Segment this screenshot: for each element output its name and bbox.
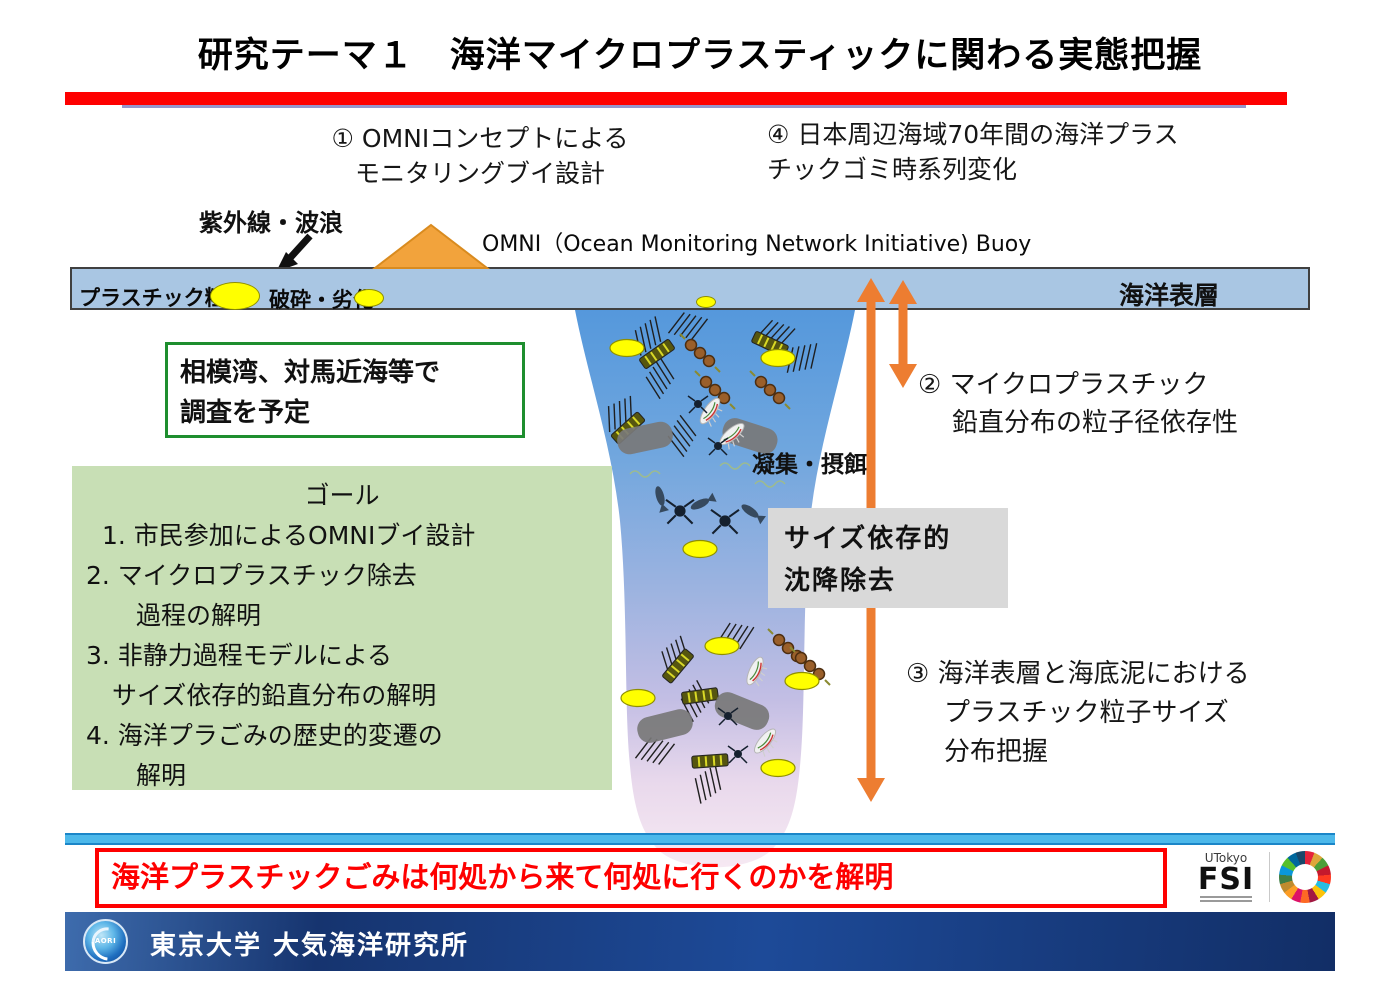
sinking-line1: サイズ依存的 [784, 524, 952, 554]
annotation-3-line2: プラスチック粒子サイズ [944, 698, 1229, 728]
annotation-1-omni-concept: ① OMNIコンセプトによる モニタリングブイ設計 [295, 121, 665, 191]
annotation-3-line1: ③ 海洋表層と海底泥における [906, 659, 1250, 689]
annotation-1-line2: モニタリングブイ設計 [354, 159, 605, 188]
fsi-wordmark: UTokyo FSI [1192, 852, 1260, 902]
omni-buoy-label: OMNI（Ocean Monitoring Network Initiative… [482, 232, 1032, 257]
omni-buoy-icon [372, 223, 490, 269]
size-dependent-sinking-box: サイズ依存的 沈降除去 [768, 508, 1008, 608]
survey-line2: 調査を予定 [180, 398, 311, 428]
annotation-4-timeseries: ④ 日本周辺海域70年間の海洋プラス チックゴミ時系列変化 [767, 117, 1179, 187]
title-thin-rule [122, 105, 1246, 108]
goal-line: 4. 海洋プラごみの歴史的変遷の [86, 721, 443, 750]
goal-line: 過程の解明 [136, 601, 262, 630]
sinking-line2: 沈降除去 [784, 566, 897, 596]
annotation-4-line2: チックゴミ時系列変化 [767, 155, 1018, 184]
aori-logo-text: AORI [94, 937, 117, 945]
plastic-particle-small-icon [696, 296, 716, 308]
ocean-surface-band: プラスチック粒子 破砕・劣化 海洋表層 [70, 267, 1310, 312]
aori-logo-icon: AORI [83, 919, 132, 968]
goal-line: 1. 市民参加によるOMNIブイ設計 [102, 521, 476, 550]
plastic-particle-large-icon [210, 282, 260, 310]
annotation-2-line2: 鉛直分布の粒子径依存性 [952, 408, 1239, 438]
annotation-3-size-distribution: ③ 海洋表層と海底泥における プラスチック粒子サイズ 分布把握 [906, 655, 1250, 772]
goal-line: 3. 非静力過程モデルによる [86, 641, 393, 670]
fsi-caption-bar [1200, 896, 1252, 898]
survey-line1: 相模湾、対馬近海等で [180, 358, 441, 388]
goal-line: 解明 [136, 761, 187, 790]
surface-layer-label: 海洋表層 [1119, 281, 1220, 310]
fsi-utokyo-text: UTokyo [1204, 851, 1248, 865]
utokyo-fsi-logo: UTokyo FSI [1192, 845, 1350, 909]
survey-plan-box: 相模湾、対馬近海等で 調査を予定 [165, 342, 525, 438]
goal-box: ゴール 1. 市民参加によるOMNIブイ設計 2. マイクロプラスチック除去 過… [72, 466, 612, 790]
annotation-3-line3: 分布把握 [944, 737, 1049, 767]
annotation-2-line1: ② マイクロプラスチック [918, 370, 1209, 400]
footer-bar: AORI 東京大学 大気海洋研究所 [65, 912, 1335, 971]
page-title: 研究テーマ１ 海洋マイクロプラスティックに関わる実態把握 [197, 36, 1203, 76]
plastic-particle-medium-icon [354, 289, 384, 307]
goal-line: 2. マイクロプラスチック除去 [86, 561, 417, 590]
goal-line: サイズ依存的鉛直分布の解明 [112, 681, 437, 710]
annotation-1-line1: ① OMNIコンセプトによる [331, 124, 629, 153]
sdg-wheel-icon [1279, 851, 1331, 903]
title-red-rule [65, 92, 1287, 105]
water-column-graphic [575, 309, 855, 868]
aggregation-ingestion-label: 凝集・摂餌 [752, 452, 867, 478]
conclusion-text: 海洋プラスチックごみは何処から来て何処に行くのかを解明 [111, 860, 894, 894]
fsi-caption-bar [1200, 900, 1252, 902]
fsi-text: FSI [1197, 862, 1255, 897]
fsi-divider [1269, 852, 1270, 902]
footer-organization: 東京大学 大気海洋研究所 [150, 931, 470, 961]
annotation-2-vertical-distribution: ② マイクロプラスチック 鉛直分布の粒子径依存性 [918, 366, 1238, 442]
uv-waves-label: 紫外線・波浪 [199, 209, 343, 237]
goal-title: ゴール [304, 481, 380, 510]
conclusion-box: 海洋プラスチックごみは何処から来て何処に行くのかを解明 [95, 848, 1167, 908]
bottom-divider-bar [65, 833, 1335, 845]
sdg-wheel-center [1292, 864, 1318, 890]
annotation-4-line1: ④ 日本周辺海域70年間の海洋プラス [767, 120, 1179, 149]
